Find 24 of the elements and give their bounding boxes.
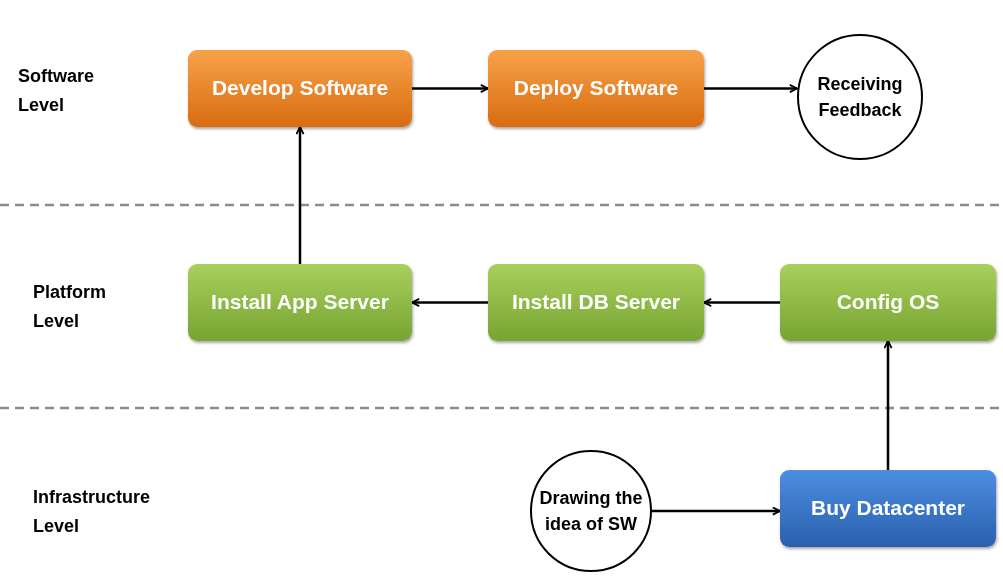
node-label: Install DB Server <box>511 289 681 316</box>
node-label: Develop Software <box>211 75 389 102</box>
process-box <box>188 264 412 341</box>
process-box <box>188 50 412 127</box>
node-label: Deploy Software <box>513 75 679 102</box>
arrow <box>295 126 305 264</box>
arrow <box>412 84 489 93</box>
arrow <box>652 506 781 516</box>
level-label: Infrastructure Level <box>33 486 152 538</box>
arrow <box>703 298 780 307</box>
level-label: Platform Level <box>33 281 107 333</box>
node-label: Drawing the idea of SW <box>538 486 644 536</box>
node-label: Receiving Feedback <box>816 72 904 122</box>
arrow <box>411 298 488 307</box>
level-label: Software Level <box>18 65 96 117</box>
node-label: Buy Datacenter <box>810 495 966 522</box>
process-box <box>780 264 996 341</box>
arrow <box>883 340 893 470</box>
node-label: Config OS <box>836 289 940 316</box>
arrow <box>704 84 798 93</box>
process-box <box>488 50 704 127</box>
node-label: Install App Server <box>211 289 389 316</box>
process-box <box>780 470 996 547</box>
process-box <box>488 264 704 341</box>
